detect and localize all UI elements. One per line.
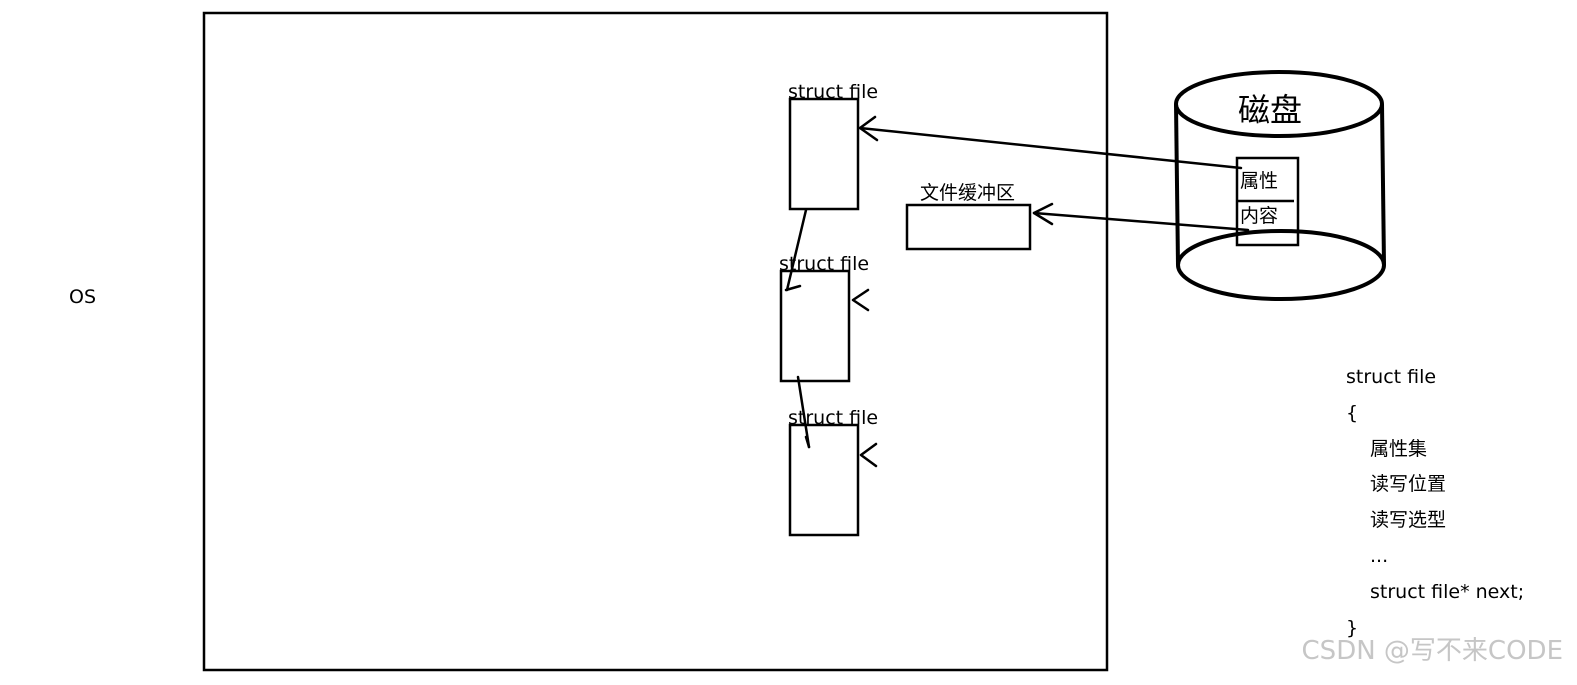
csdn-watermark: CSDN @写不来CODE (1301, 636, 1563, 666)
struct-file-definition: struct file { 属性集 读写位置 读写选型 ... struct f… (1346, 366, 1524, 652)
attributes-label: 属性 (1240, 170, 1279, 192)
code-line: { (1346, 401, 1359, 424)
struct-file-label-2: struct file (779, 255, 870, 274)
file-buffer-label: 文件缓冲区 (920, 182, 1016, 204)
struct-file-box-2 (779, 269, 851, 383)
code-line: struct file* next; (1370, 580, 1525, 603)
content-label: 内容 (1240, 205, 1279, 227)
struct-file-label-3: struct file (788, 409, 879, 428)
code-line: 属性集 (1370, 437, 1428, 460)
code-line: 读写位置 (1370, 473, 1447, 496)
disk-label: 磁盘 (1238, 91, 1303, 129)
disk-cylinder (1174, 70, 1386, 301)
struct-file-box-3 (788, 423, 860, 537)
os-label: OS (69, 286, 97, 308)
attributes-to-struct-file-arrow (858, 115, 1243, 170)
code-line: ... (1370, 544, 1389, 567)
arrowhead-struct-file-3 (859, 442, 878, 468)
code-line: 读写选型 (1370, 509, 1447, 532)
next-pointer-arrow-1 (784, 208, 808, 292)
content-to-buffer-arrow (1032, 202, 1250, 232)
os-memory-box (202, 11, 1109, 672)
next-pointer-arrow-2 (796, 375, 811, 449)
struct-file-label-1: struct file (788, 81, 879, 103)
code-line: struct file (1346, 366, 1437, 388)
disk-file-table (1235, 156, 1300, 247)
arrowhead-struct-file-2 (851, 288, 870, 312)
file-buffer-box (905, 203, 1032, 251)
code-line: } (1346, 616, 1359, 639)
struct-file-box-1 (788, 97, 860, 211)
